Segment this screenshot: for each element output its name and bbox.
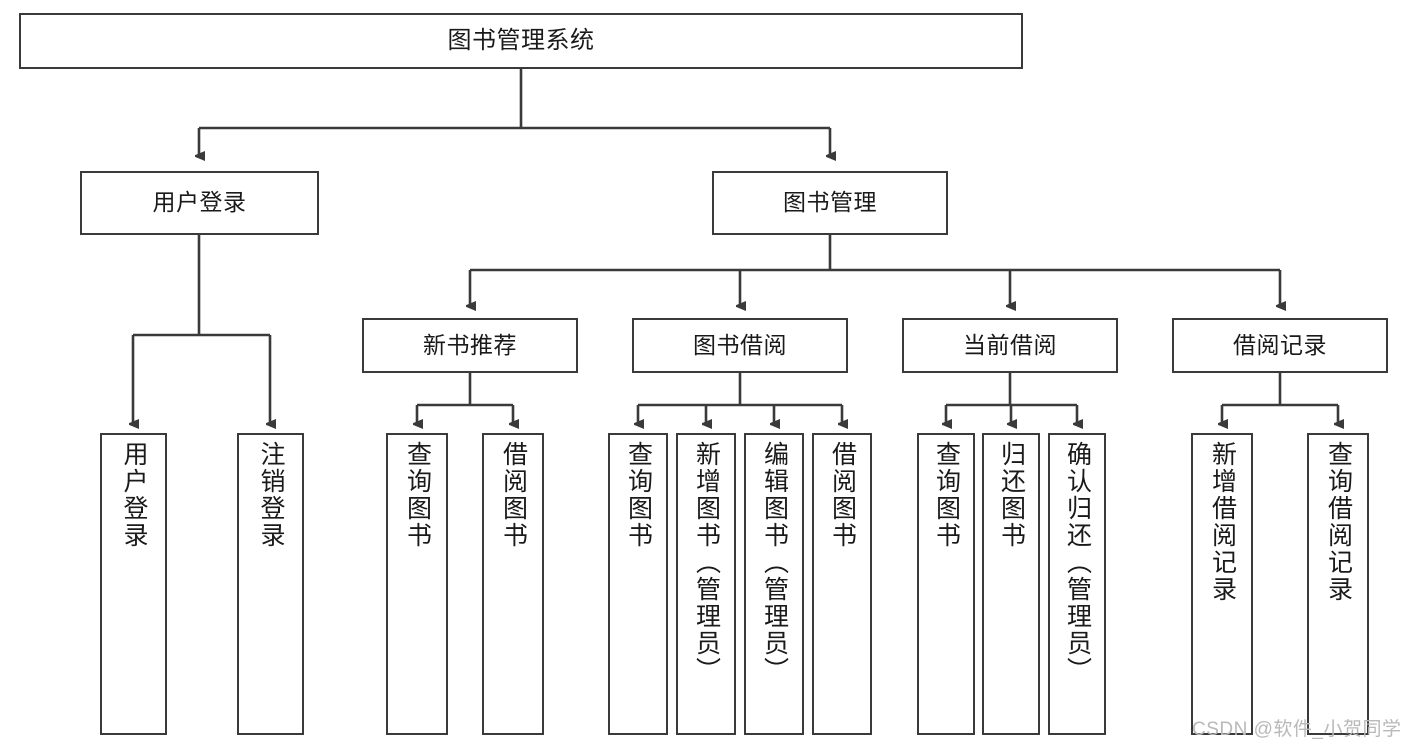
node-book-management[interactable]: 图书管理 [712,171,948,235]
node-label: 查询图书 [624,441,653,549]
node-label: 图书借阅 [693,331,787,358]
node-label: 借阅图书 [828,441,857,549]
node-leaf-confirm-return-admin[interactable]: 确认归还（管理员） [1048,433,1106,735]
node-leaf-edit-book-admin[interactable]: 编辑图书（管理员） [744,433,804,735]
csdn-watermark: CSDN @软件_小贺同学 [1192,719,1402,740]
node-leaf-borrow-book[interactable]: 借阅图书 [812,433,872,735]
node-label: 新书推荐 [423,331,517,358]
node-label: 新增图书（管理员） [692,441,721,684]
node-label: 确认归还（管理员） [1063,441,1092,684]
node-label: 借阅图书 [499,441,528,549]
node-leaf-query-book-recommend[interactable]: 查询图书 [386,433,448,735]
node-label: 编辑图书（管理员） [760,441,789,684]
node-leaf-user-login[interactable]: 用户登录 [100,433,167,735]
node-label: 查询图书 [932,441,961,549]
node-borrow-record[interactable]: 借阅记录 [1172,318,1388,373]
node-label: 图书管理 [783,189,877,216]
node-label: 注销登录 [257,441,285,549]
node-leaf-add-book-admin[interactable]: 新增图书（管理员） [676,433,736,735]
node-leaf-add-borrow-record[interactable]: 新增借阅记录 [1191,433,1253,735]
node-label: 图书管理系统 [447,26,595,54]
node-leaf-query-book-current[interactable]: 查询图书 [917,433,975,735]
node-leaf-return-book[interactable]: 归还图书 [982,433,1040,735]
node-label: 查询图书 [403,441,432,549]
node-leaf-query-book-borrow[interactable]: 查询图书 [608,433,668,735]
node-book-management-system[interactable]: 图书管理系统 [19,13,1023,69]
node-current-borrow[interactable]: 当前借阅 [902,318,1118,373]
node-user-login[interactable]: 用户登录 [80,171,319,235]
node-leaf-borrow-book-recommend[interactable]: 借阅图书 [482,433,544,735]
node-label: 当前借阅 [963,331,1057,358]
node-label: 查询借阅记录 [1324,441,1353,603]
node-label: 归还图书 [997,441,1026,549]
node-book-borrow[interactable]: 图书借阅 [632,318,848,373]
node-leaf-logout[interactable]: 注销登录 [237,433,304,735]
node-label: 用户登录 [120,441,148,549]
node-label: 借阅记录 [1233,331,1327,358]
node-leaf-query-borrow-record[interactable]: 查询借阅记录 [1307,433,1369,735]
node-new-book-recommend[interactable]: 新书推荐 [362,318,578,373]
node-label: 新增借阅记录 [1208,441,1237,603]
node-label: 用户登录 [152,189,247,216]
